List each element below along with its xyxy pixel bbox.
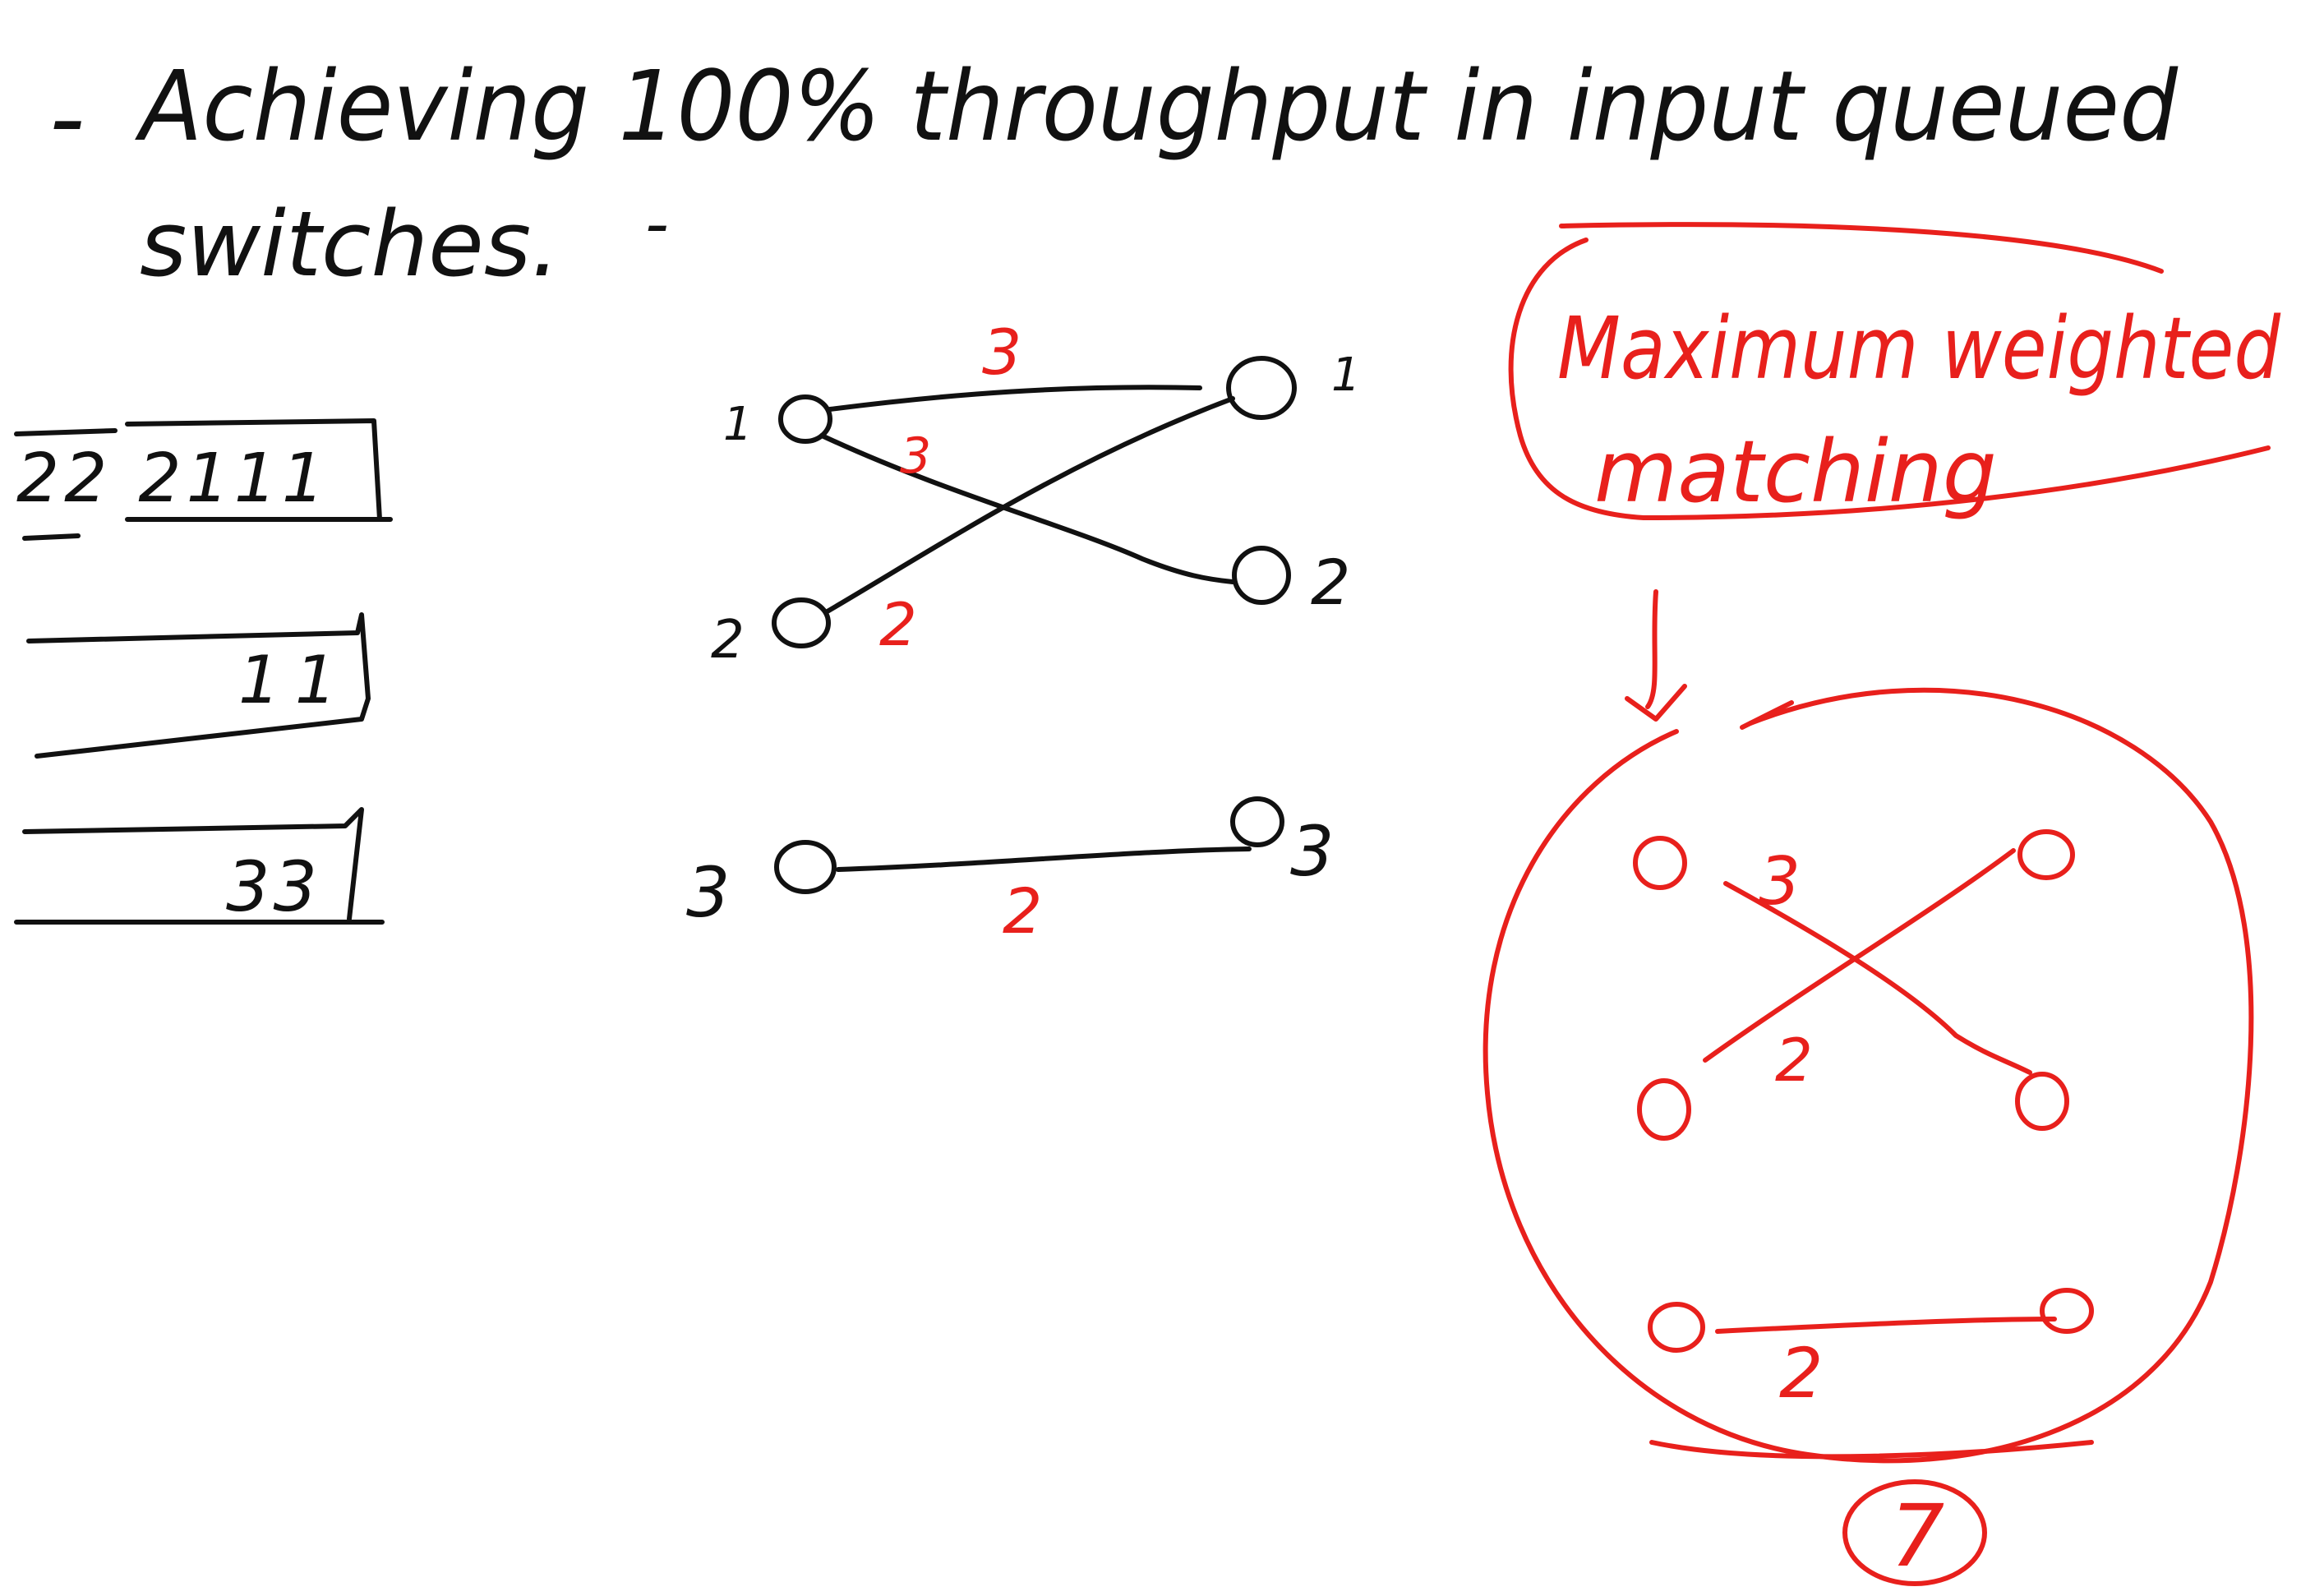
queue-2-outline	[26, 612, 371, 759]
match-node-right-1	[2017, 829, 2075, 880]
matching-result: 3 2 2 7	[1483, 687, 2254, 1586]
edge-in1-out1	[828, 385, 1202, 412]
callout-arrow	[1625, 589, 1687, 722]
queue-1-label: 22 2111	[16, 440, 330, 518]
callout-outline	[1508, 222, 2271, 520]
match-node-left-1	[1633, 836, 1687, 890]
queue-1: 22 2111	[14, 418, 393, 541]
callout-line-2: matching	[1594, 422, 1997, 522]
title-line-1: Achieving 100% throughput in input queue…	[134, 49, 2179, 163]
matching-circle-flick	[1740, 700, 1794, 730]
input-node-2	[772, 597, 831, 648]
output-node-1	[1226, 356, 1297, 420]
match-weight-1: 3	[1759, 843, 1801, 920]
weight-in1-out1: 3	[982, 316, 1021, 389]
callout-line-1: Maximum weighted	[1557, 298, 2281, 399]
matching-circle	[1483, 687, 2254, 1464]
match-edge-bottom	[1715, 1317, 2057, 1334]
output-label-3: 3	[1290, 811, 1334, 892]
match-node-right-3	[2040, 1288, 2094, 1334]
match-node-left-3	[1648, 1302, 1705, 1353]
match-edge-cross-b	[1703, 848, 2016, 1063]
input-node-3	[774, 840, 837, 894]
input-node-1	[778, 394, 832, 444]
match-weight-2: 2	[1775, 1026, 1813, 1095]
weight-in2-out1: 2	[879, 590, 917, 659]
input-label-1: 1	[723, 398, 753, 451]
input-queues: 22 2111 11 33	[14, 418, 393, 927]
queue-1-outline	[14, 418, 393, 541]
input-label-2: 2	[711, 610, 745, 671]
match-weight-3: 2	[1779, 1333, 1823, 1414]
output-label-1: 1	[1331, 348, 1361, 402]
queue-2: 11	[26, 612, 371, 759]
total-value: 7	[1890, 1486, 1944, 1586]
output-node-3	[1230, 796, 1284, 847]
queue-3-outline	[14, 807, 385, 925]
total-underline	[1649, 1440, 2094, 1460]
weight-in1-out2: 3	[900, 427, 931, 485]
edge-in3-out3	[836, 846, 1252, 872]
queue-2-label: 11	[238, 642, 352, 718]
weight-in3-out3: 2	[1003, 874, 1042, 948]
stray-dash: -	[645, 186, 669, 262]
match-node-right-2	[2015, 1072, 2069, 1131]
title-block: - Achieving 100% throughput in input que…	[49, 49, 2179, 297]
match-node-left-2	[1637, 1078, 1691, 1141]
output-node-2	[1232, 546, 1291, 605]
total-circle	[1842, 1479, 1987, 1586]
edge-in1-out2	[819, 433, 1235, 584]
queue-3: 33	[14, 807, 385, 927]
queue-3-label: 33	[226, 846, 320, 927]
edge-in2-out1	[823, 396, 1235, 615]
request-graph: 1 2 3 1 2 3 3 3 2 2	[686, 316, 1361, 948]
input-label-3: 3	[686, 852, 730, 933]
title-dash: -	[49, 62, 85, 176]
match-edge-cross-a	[1723, 881, 2032, 1075]
output-label-2: 2	[1311, 546, 1350, 619]
mwm-callout: Maximum weighted matching	[1508, 222, 2281, 722]
title-line-2: switches.	[140, 191, 560, 297]
